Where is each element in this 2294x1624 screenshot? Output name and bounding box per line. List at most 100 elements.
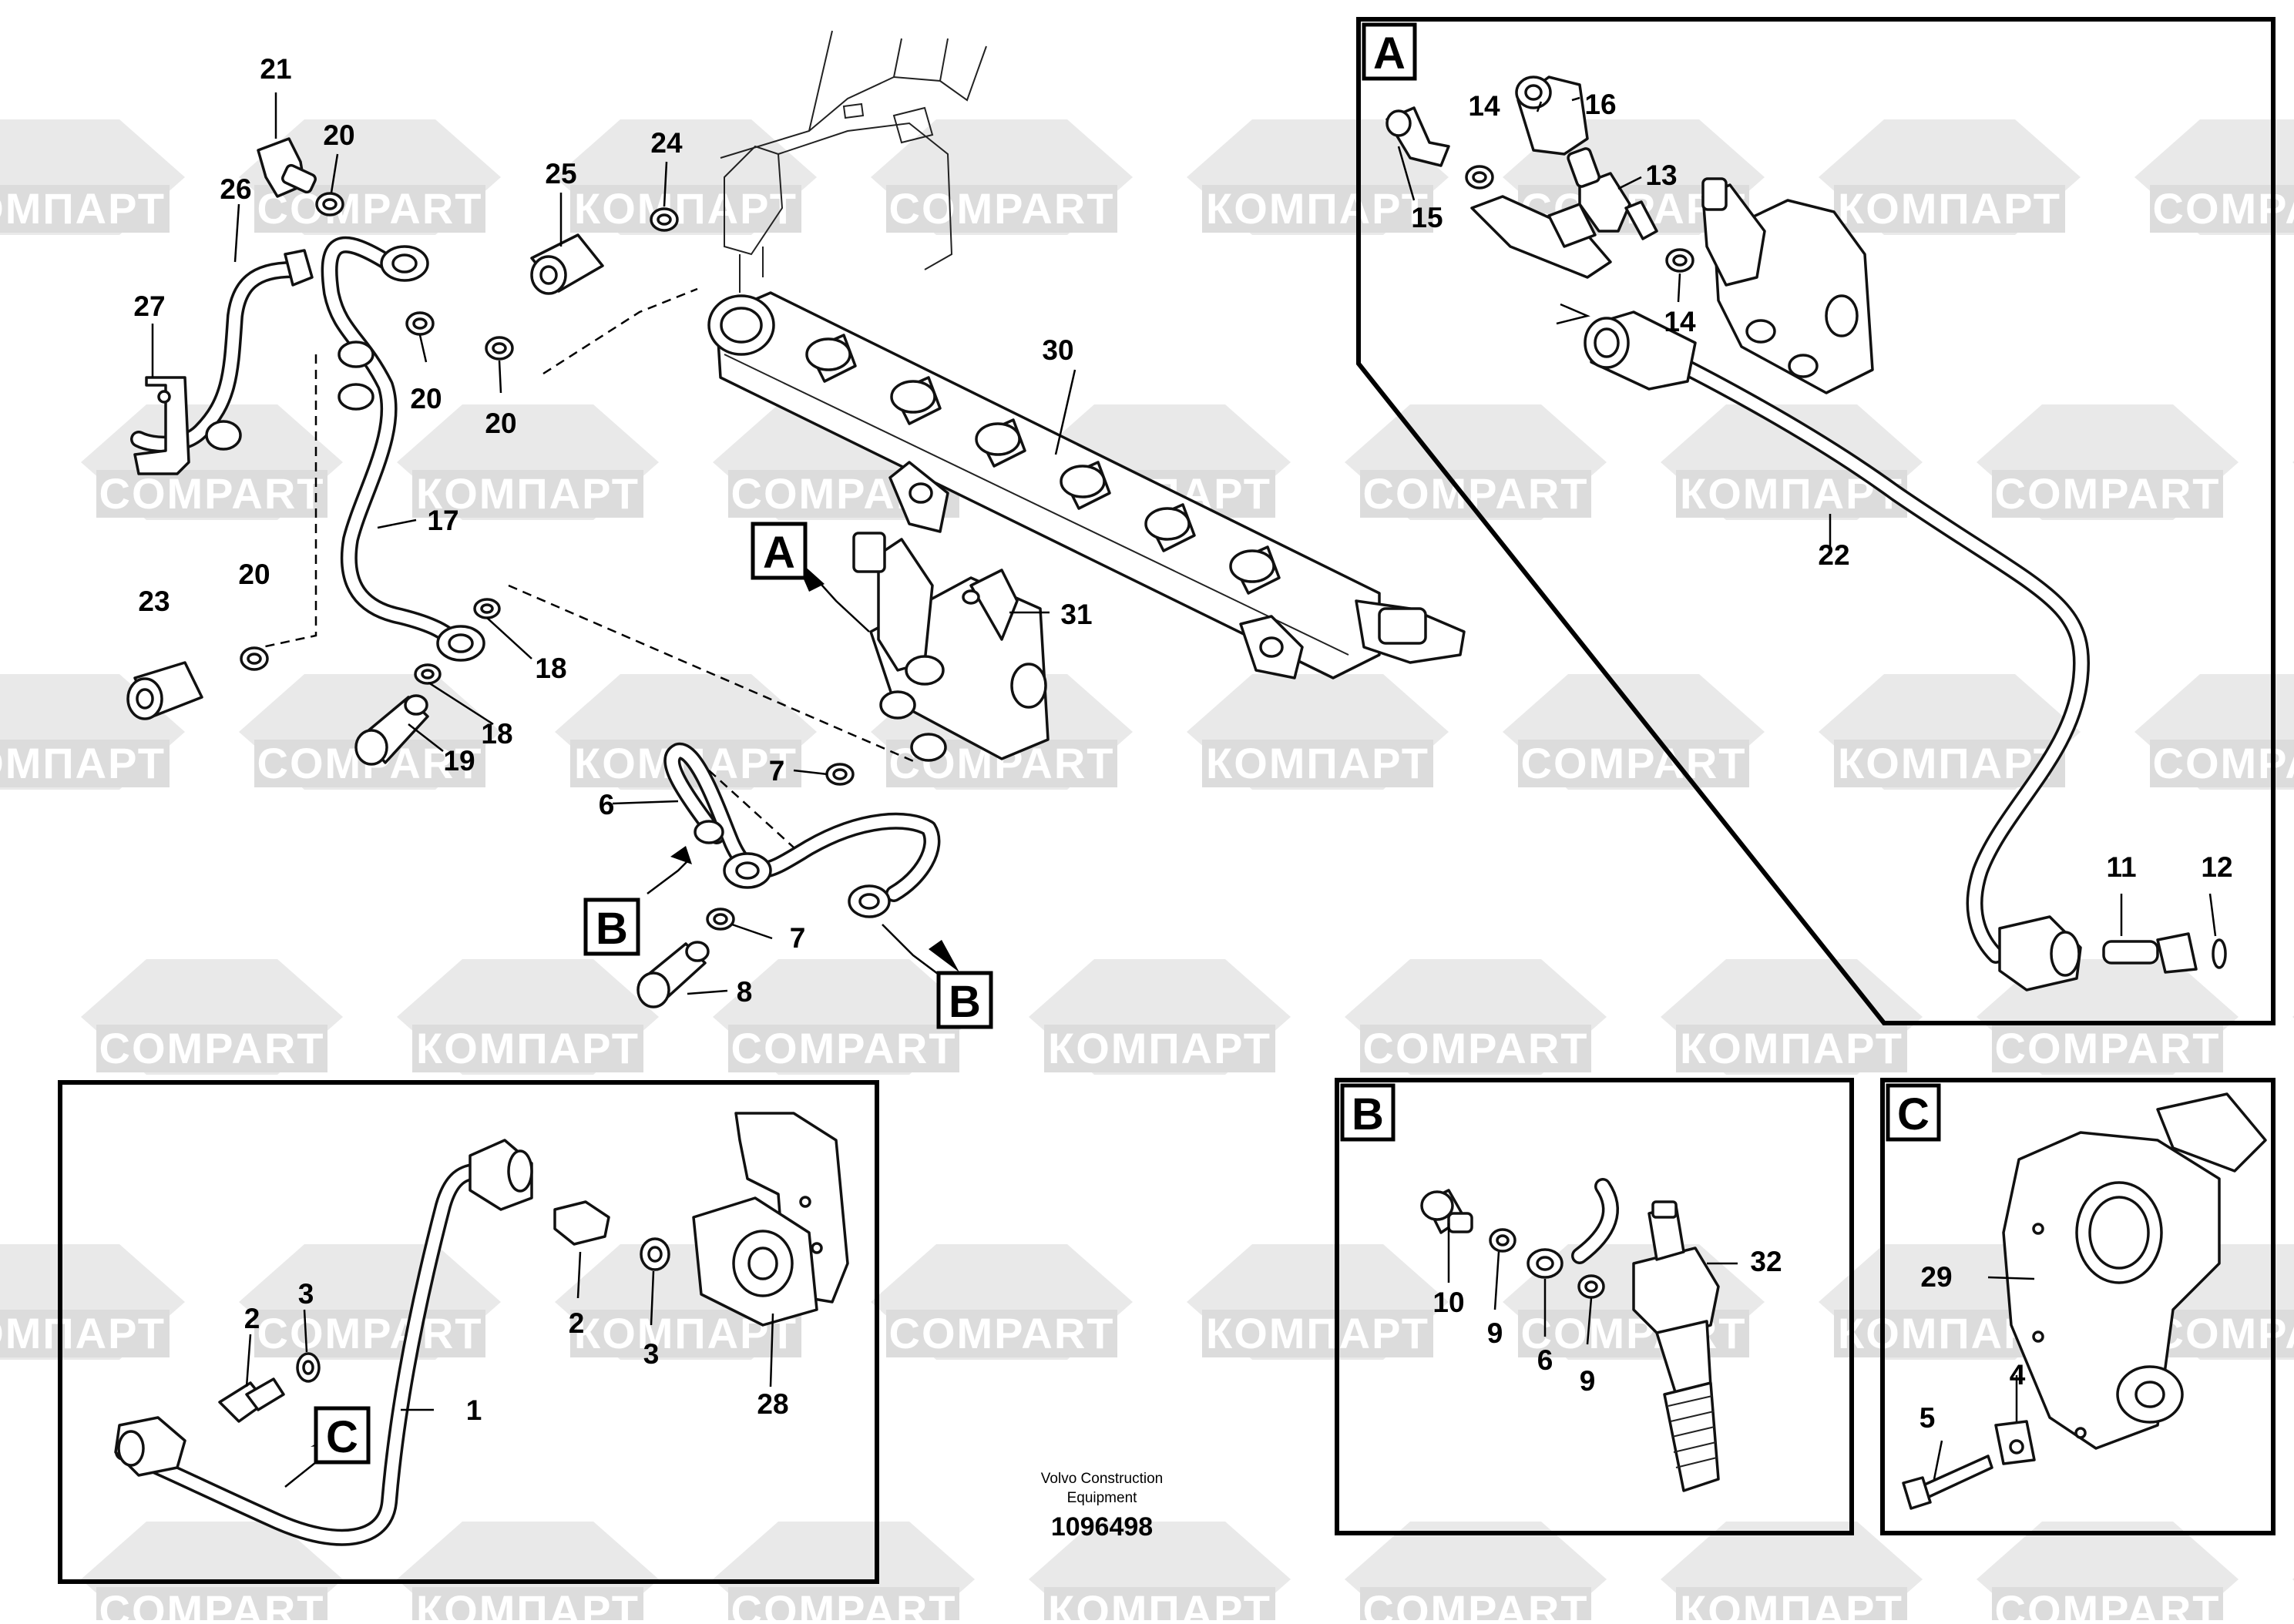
fuel-line-6 — [663, 743, 941, 918]
callout-31: 31 — [1060, 599, 1092, 630]
watermark-text: COMPART — [1995, 469, 2221, 518]
watermark-band — [2150, 1310, 2294, 1357]
callout-numbers: 21 20 26 27 25 24 20 20 30 17 23 20 18 1… — [133, 53, 2232, 1434]
detail-tag-a-main: A — [751, 522, 808, 580]
fuel-rail — [707, 291, 1466, 679]
watermark-text: COMPART — [1363, 1586, 1589, 1620]
watermark-band — [412, 470, 643, 518]
watermark-text: COMPART — [731, 1024, 957, 1072]
watermark-text: КОМПАРТ — [416, 1024, 640, 1072]
detail-a-parts — [1385, 75, 2227, 992]
watermark-band — [2150, 185, 2294, 233]
detail-c-right-parts — [1902, 1092, 2267, 1510]
watermark-text: COMPART — [2153, 184, 2294, 233]
watermark-band — [570, 185, 801, 233]
watermark-text: КОМПАРТ — [1680, 1586, 1903, 1620]
watermark-band — [886, 1310, 1117, 1357]
detail-frames — [58, 17, 2276, 1584]
watermark-text: КОМПАРТ — [574, 184, 798, 233]
footer-line-1: Volvo Construction — [1041, 1471, 1163, 1487]
drawing-footer: Volvo Construction Equipment 1096498 — [1041, 1471, 1163, 1542]
banjo-bolt-19 — [354, 694, 429, 766]
detail-frame-c-bottom-left — [58, 1080, 879, 1584]
callout-14-b: 14 — [1664, 306, 1696, 337]
watermark-text: COMPART — [2153, 1309, 2294, 1357]
detail-tag-c-main: C — [314, 1406, 371, 1465]
watermark-text: COMPART — [257, 1309, 483, 1357]
watermark-band — [1360, 1587, 1591, 1624]
watermark-text: COMPART — [257, 184, 483, 233]
watermark-text: COMPART — [1995, 1024, 2221, 1072]
callout-15: 15 — [1411, 202, 1443, 233]
callout-3-b: 3 — [643, 1338, 660, 1370]
svg-text:B: B — [596, 904, 628, 954]
svg-text:C: C — [326, 1412, 358, 1462]
drawing-number: 1096498 — [1051, 1512, 1153, 1542]
svg-text:A: A — [1373, 29, 1406, 79]
watermark-band — [1202, 1310, 1433, 1357]
callout-5: 5 — [1920, 1402, 1936, 1434]
callout-4: 4 — [2010, 1359, 2026, 1391]
svg-text:B: B — [1352, 1089, 1384, 1139]
watermark-text: COMPART — [99, 469, 325, 518]
fuel-line-17 — [321, 236, 485, 662]
watermark-text: COMPART — [1521, 739, 1747, 787]
callout-10: 10 — [1432, 1287, 1464, 1318]
watermark-band — [96, 1025, 327, 1072]
detail-frame-c — [1880, 1078, 2276, 1535]
seals-18 — [414, 598, 501, 685]
callout-6-b: 6 — [1537, 1344, 1553, 1376]
callout-20-b: 20 — [410, 383, 442, 414]
watermark-band — [2150, 740, 2294, 787]
watermark-text: COMPART — [889, 184, 1115, 233]
callout-21: 21 — [260, 53, 291, 85]
watermark-text: КОМПАРТ — [1048, 1024, 1271, 1072]
callout-20-a: 20 — [323, 119, 354, 151]
watermark-text: КОМПАРТ — [1048, 1586, 1271, 1620]
callout-2-b: 2 — [569, 1307, 585, 1339]
watermark-text: КОМПАРТ — [1838, 739, 2061, 787]
watermark-text: КОМПАРТ — [416, 469, 640, 518]
leader-lines — [151, 92, 2217, 1488]
watermark-band — [0, 1310, 170, 1357]
detail-frame-tag-b: B — [1340, 1083, 1396, 1142]
watermark-band — [0, 185, 170, 233]
assembly-dashed-lines — [261, 287, 918, 848]
watermark-text: КОМПАРТ — [416, 1586, 640, 1620]
watermark-text: КОМПАРТ — [1206, 184, 1429, 233]
watermark-text: КОМПАРТ — [1838, 184, 2061, 233]
watermark-band — [1992, 1587, 2223, 1624]
banjo-bolt-21 — [257, 137, 317, 198]
banjo-bolt-8 — [636, 941, 710, 1008]
callout-7-a: 7 — [769, 755, 785, 787]
fitting-23 — [126, 661, 203, 720]
callout-6: 6 — [599, 789, 615, 820]
watermark-band — [96, 470, 327, 518]
watermark-text: КОМПАРТ — [0, 739, 166, 787]
watermark-text: COMPART — [731, 1586, 957, 1620]
callout-7-b: 7 — [790, 922, 806, 954]
callout-29: 29 — [1920, 1261, 1952, 1293]
callout-18-b: 18 — [481, 718, 512, 750]
callout-18-a: 18 — [535, 653, 566, 684]
engine-block-outline — [720, 30, 987, 293]
detail-b-parts — [1420, 1178, 1720, 1492]
callout-9-a: 9 — [1487, 1317, 1503, 1349]
watermark-text: COMPART — [1363, 1024, 1589, 1072]
watermark-band — [1044, 1587, 1275, 1624]
watermark-text: КОМПАРТ — [0, 184, 166, 233]
callout-24: 24 — [650, 127, 683, 159]
seal-washer-24 — [650, 207, 679, 232]
detail-frame-b — [1335, 1078, 1854, 1535]
callout-14-a: 14 — [1468, 90, 1500, 122]
callout-19: 19 — [443, 745, 475, 777]
detail-frame-tag-a: A — [1362, 22, 1417, 81]
callout-2-a: 2 — [244, 1303, 260, 1334]
callout-26: 26 — [220, 173, 251, 205]
callout-8: 8 — [737, 976, 753, 1008]
callout-11: 11 — [2106, 851, 2136, 883]
svg-text:C: C — [1897, 1089, 1930, 1139]
watermark-band — [0, 740, 170, 787]
watermark-band — [728, 1587, 959, 1624]
